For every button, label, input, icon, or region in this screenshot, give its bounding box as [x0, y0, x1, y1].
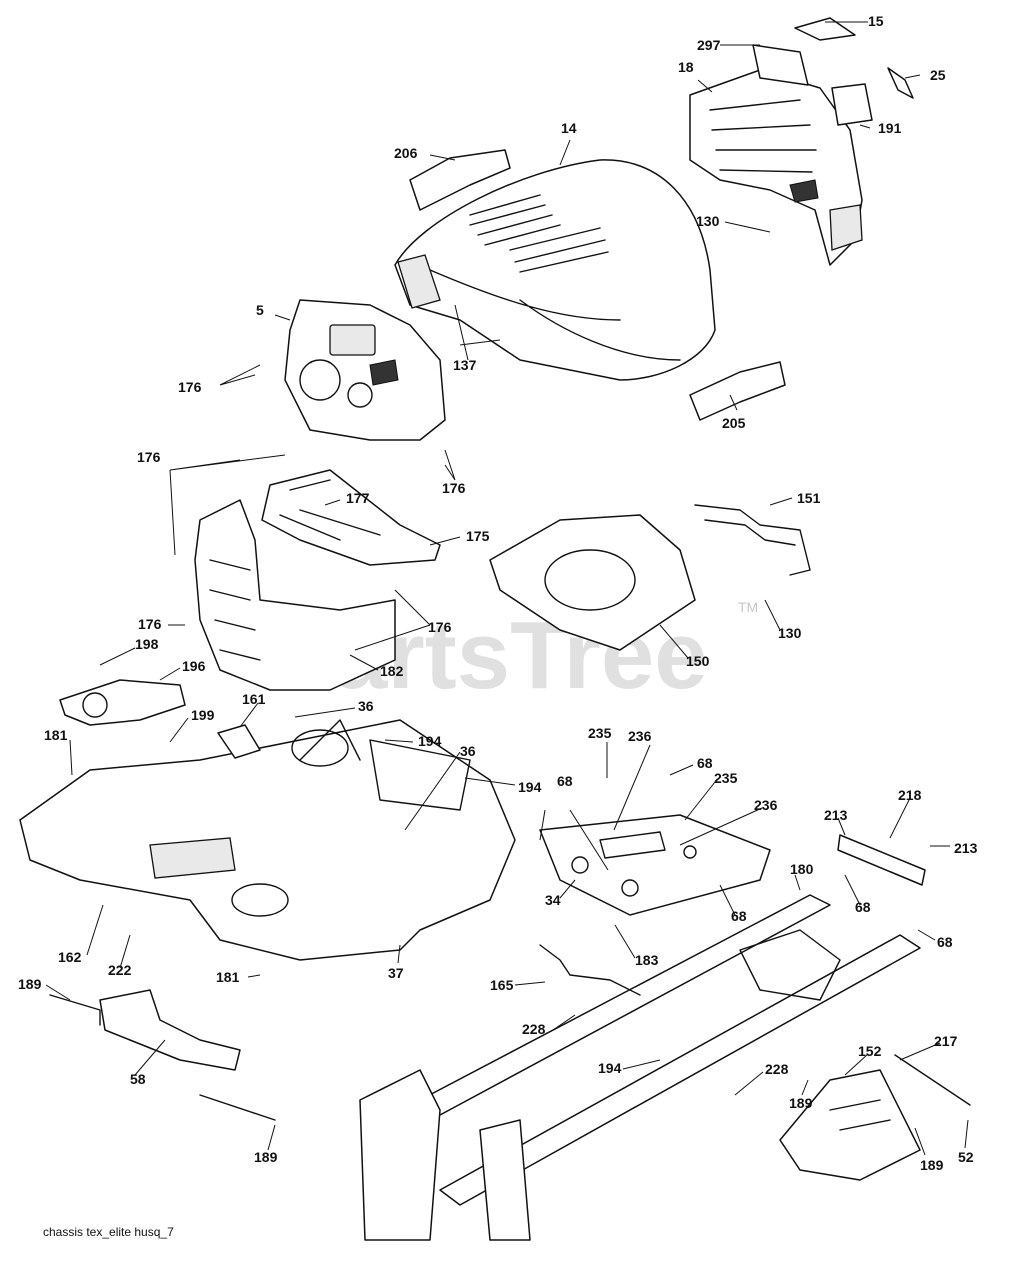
callout-183: 183 [635, 952, 659, 968]
callout-189-b: 189 [789, 1095, 813, 1111]
callout-206: 206 [394, 145, 418, 161]
callout-205: 205 [722, 415, 746, 431]
callout-213-a: 213 [824, 807, 848, 823]
callout-181-b: 181 [216, 969, 240, 985]
callout-130-b: 130 [778, 625, 802, 641]
lever-bracket-196 [59, 679, 186, 726]
side-panel-206 [409, 149, 511, 211]
callout-176-d: 176 [138, 616, 162, 632]
headlight-lens [794, 17, 856, 41]
callout-162: 162 [58, 949, 82, 965]
side-panel-205 [689, 361, 786, 421]
callout-228-b: 228 [765, 1061, 789, 1077]
lever-161 [217, 724, 261, 759]
callout-213-b: 213 [954, 840, 978, 856]
callout-235-a: 235 [588, 725, 612, 741]
callout-68-d: 68 [855, 899, 871, 915]
callout-236-b: 236 [754, 797, 778, 813]
bracket-191 [831, 83, 873, 126]
grille-front [689, 69, 863, 266]
callout-34: 34 [545, 892, 561, 908]
callout-235-b: 235 [714, 770, 738, 786]
callout-25: 25 [930, 67, 946, 83]
callout-161: 161 [242, 691, 266, 707]
callout-68-a: 68 [697, 755, 713, 771]
callout-58: 58 [130, 1071, 146, 1087]
bracket-218 [837, 834, 926, 886]
callout-151: 151 [797, 490, 821, 506]
callout-176-e: 176 [428, 619, 452, 635]
hood [394, 159, 716, 381]
callout-198: 198 [135, 636, 159, 652]
dashboard [284, 299, 446, 441]
callout-191: 191 [878, 120, 902, 136]
callout-189-d: 189 [254, 1149, 278, 1165]
callout-5: 5 [256, 302, 264, 318]
callout-176-a: 176 [178, 379, 202, 395]
callout-36-b: 36 [460, 743, 476, 759]
axle-support-165 [539, 944, 641, 996]
dash-bracket-175 [261, 469, 441, 566]
frame [359, 894, 921, 1241]
callout-36-a: 36 [358, 698, 374, 714]
callout-182: 182 [380, 663, 404, 679]
bracket-58 [99, 989, 241, 1071]
callout-176-b: 176 [137, 449, 161, 465]
callout-218: 218 [898, 787, 922, 803]
fender-pan-150 [489, 514, 696, 651]
callout-52: 52 [958, 1149, 974, 1165]
callout-137: 137 [453, 357, 477, 373]
callout-175: 175 [466, 528, 490, 544]
footrest [19, 719, 516, 961]
callout-194-b: 194 [518, 779, 542, 795]
diagram-caption: chassis tex_elite husq_7 [43, 1225, 174, 1239]
callout-165: 165 [490, 977, 514, 993]
callout-199: 199 [191, 707, 215, 723]
callout-150: 150 [686, 653, 710, 669]
clip-25 [887, 67, 914, 99]
leader-lines [45, 21, 969, 1156]
callout-177: 177 [346, 490, 370, 506]
bracket-189-left [49, 994, 276, 1121]
callout-196: 196 [182, 658, 206, 674]
callout-181-a: 181 [44, 727, 68, 743]
bracket-151 [694, 504, 811, 576]
callout-18: 18 [678, 59, 694, 75]
callout-14: 14 [561, 120, 577, 136]
callout-180: 180 [790, 861, 814, 877]
callout-152: 152 [858, 1043, 882, 1059]
mount-plate-34 [539, 814, 771, 916]
callout-297: 297 [697, 37, 721, 53]
callout-217: 217 [934, 1033, 958, 1049]
callout-194-a: 194 [418, 733, 442, 749]
callout-130: 130 [696, 213, 720, 229]
watermark-trademark: TM [738, 599, 758, 615]
callout-189-c: 189 [920, 1157, 944, 1173]
callout-68-c: 68 [731, 908, 747, 924]
rod-217 [894, 1054, 971, 1106]
steering-console [194, 499, 396, 691]
callout-68-e: 68 [937, 934, 953, 950]
callout-37: 37 [388, 965, 404, 981]
callout-176-c: 176 [442, 480, 466, 496]
headlight-housing [752, 44, 809, 86]
callouts: 15 297 18 25 191 14 206 130 5 176 137 20… [18, 13, 978, 1173]
callout-228-a: 228 [522, 1021, 546, 1037]
callout-222: 222 [108, 962, 132, 978]
callout-189-a: 189 [18, 976, 42, 992]
callout-15: 15 [868, 13, 884, 29]
callout-68-b: 68 [557, 773, 573, 789]
callout-194-c: 194 [598, 1060, 622, 1076]
shield-152 [779, 1069, 921, 1181]
callout-236-a: 236 [628, 728, 652, 744]
